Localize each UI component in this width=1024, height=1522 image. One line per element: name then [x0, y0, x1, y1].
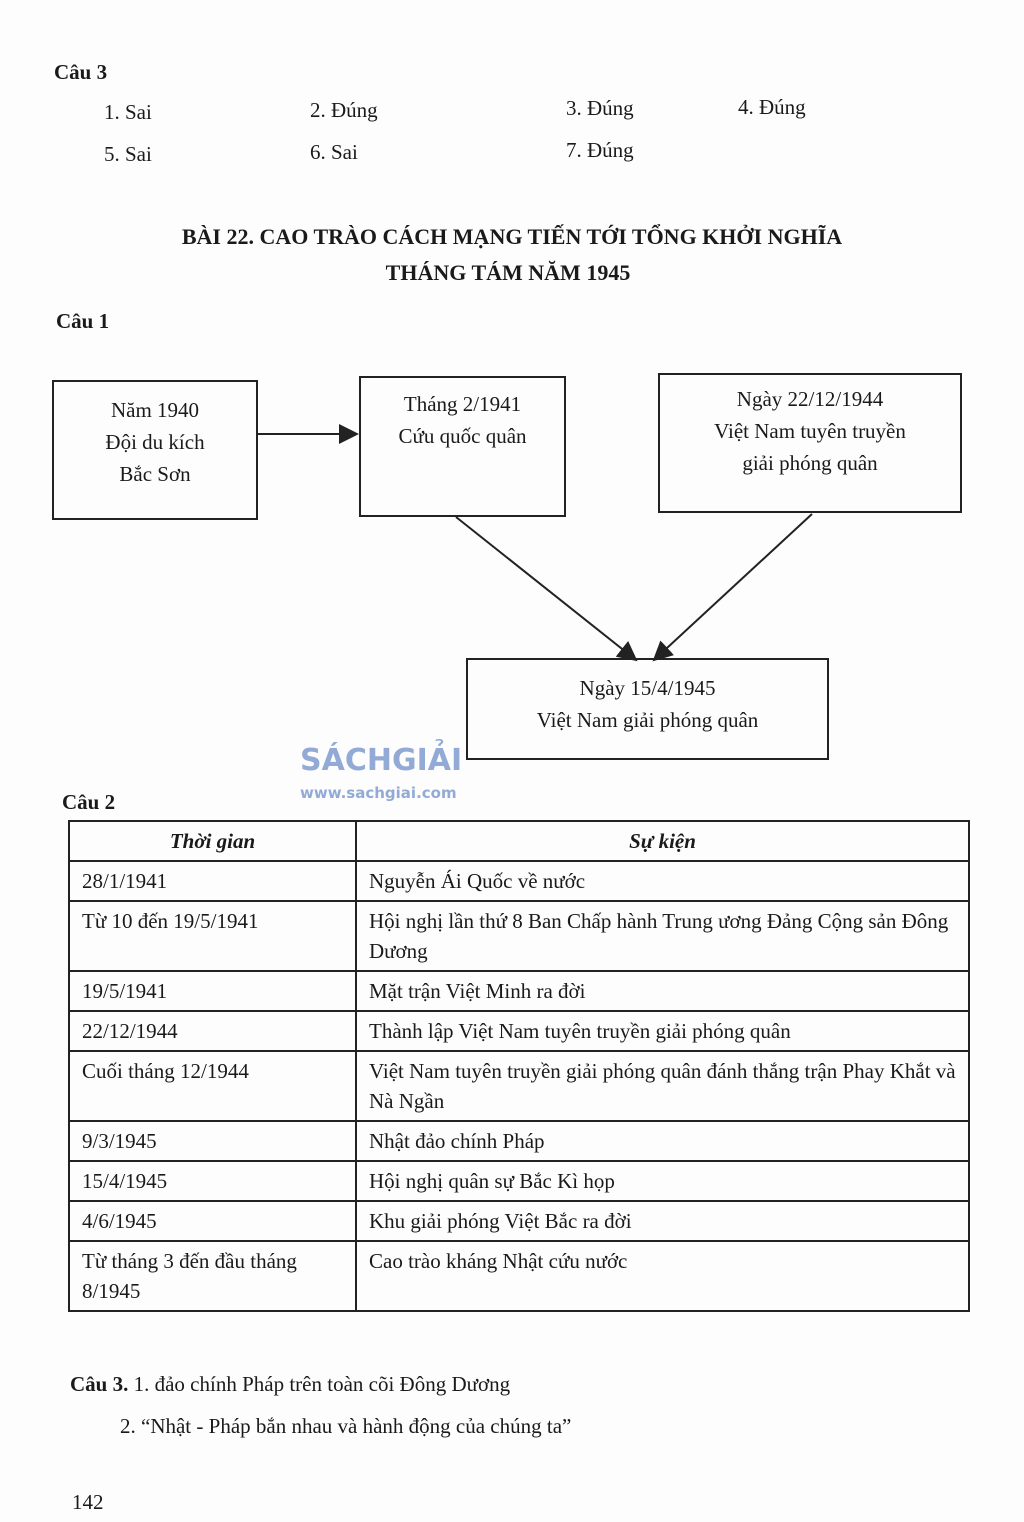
page-number: 142: [72, 1490, 104, 1514]
table-header: Thời gian Sự kiện: [68, 820, 970, 862]
cell-event: Khu giải phóng Việt Bắc ra đời: [355, 1200, 970, 1242]
diagram-box-1945: Ngày 15/4/1945 Việt Nam giải phóng quân: [466, 658, 829, 760]
header-event: Sự kiện: [355, 820, 970, 862]
watermark-brand: SÁCHGIẢI: [300, 743, 463, 778]
cell-event: Thành lập Việt Nam tuyên truyền giải phó…: [355, 1010, 970, 1052]
answer-text: 1. đảo chính Pháp trên toàn cõi Đông Dươ…: [133, 1372, 511, 1396]
cell-time: 4/6/1945: [68, 1200, 357, 1242]
header-time: Thời gian: [68, 820, 357, 862]
answer: 2. Đúng: [310, 98, 378, 122]
cell-event: Hội nghị quân sự Bắc Kì họp: [355, 1160, 970, 1202]
diagram-box-1944: Ngày 22/12/1944 Việt Nam tuyên truyền gi…: [658, 373, 962, 513]
cell-time: 15/4/1945: [68, 1160, 357, 1202]
answer: 1. Sai: [104, 100, 152, 124]
cell-time: 19/5/1941: [68, 970, 357, 1012]
cau3-heading: Câu 3: [54, 60, 108, 84]
box-line: Ngày 22/12/1944: [736, 387, 884, 411]
diagram-box-1940: Năm 1940 Đội du kích Bắc Sơn: [52, 380, 258, 520]
lesson-title-line2: THÁNG TÁM NĂM 1945: [385, 260, 631, 285]
cell-event: Nguyễn Ái Quốc về nước: [355, 860, 970, 902]
cell-time: Từ 10 đến 19/5/1941: [68, 900, 357, 972]
answer: 5. Sai: [104, 142, 152, 166]
cell-time: 22/12/1944: [68, 1010, 357, 1052]
cell-event: Hội nghị lần thứ 8 Ban Chấp hành Trung ư…: [355, 900, 970, 972]
arrow-down-left: [455, 516, 638, 662]
box-line: Bắc Sơn: [119, 462, 191, 486]
box-line: Đội du kích: [105, 430, 205, 454]
lesson-title-line1: BÀI 22. CAO TRÀO CÁCH MẠNG TIẾN TỚI TỔNG…: [181, 224, 843, 249]
cell-event: Mặt trận Việt Minh ra đời: [355, 970, 970, 1012]
answer: 6. Sai: [310, 140, 358, 164]
answer: 3. Đúng: [566, 96, 634, 120]
box-line: Việt Nam tuyên truyền: [714, 419, 906, 443]
diagram-box-1941: Tháng 2/1941 Cứu quốc quân: [359, 376, 566, 517]
watermark-url: www.sachgiai.com: [300, 784, 457, 802]
diagram-arrows: [258, 424, 813, 662]
box-line: giải phóng quân: [742, 451, 878, 475]
cell-time: Cuối tháng 12/1944: [68, 1050, 357, 1122]
cell-time: 28/1/1941: [68, 860, 357, 902]
cell-time: 9/3/1945: [68, 1120, 357, 1162]
cau2-heading: Câu 2: [62, 790, 116, 814]
cell-time: Từ tháng 3 đến đầu tháng 8/1945: [68, 1240, 357, 1312]
answer: 7. Đúng: [566, 138, 634, 162]
cell-event: Việt Nam tuyên truyền giải phóng quân đá…: [355, 1050, 970, 1122]
cau3-heading: Câu 3.: [70, 1372, 129, 1396]
box-line: Việt Nam giải phóng quân: [536, 708, 759, 732]
cell-event: Cao trào kháng Nhật cứu nước: [355, 1240, 970, 1312]
arrow-down-right: [652, 513, 813, 662]
box-line: Năm 1940: [110, 398, 200, 422]
cau3-answer-line1: Câu 3. 1. đảo chính Pháp trên toàn cõi Đ…: [70, 1372, 510, 1397]
cau3-answer-line2: 2. “Nhật - Pháp bắn nhau và hành động củ…: [120, 1414, 572, 1438]
cell-event: Nhật đảo chính Pháp: [355, 1120, 970, 1162]
cau1-heading: Câu 1: [56, 309, 110, 333]
box-line: Tháng 2/1941: [403, 392, 522, 416]
box-line: Cứu quốc quân: [398, 424, 527, 448]
answer: 4. Đúng: [738, 95, 806, 119]
box-line: Ngày 15/4/1945: [579, 676, 716, 700]
